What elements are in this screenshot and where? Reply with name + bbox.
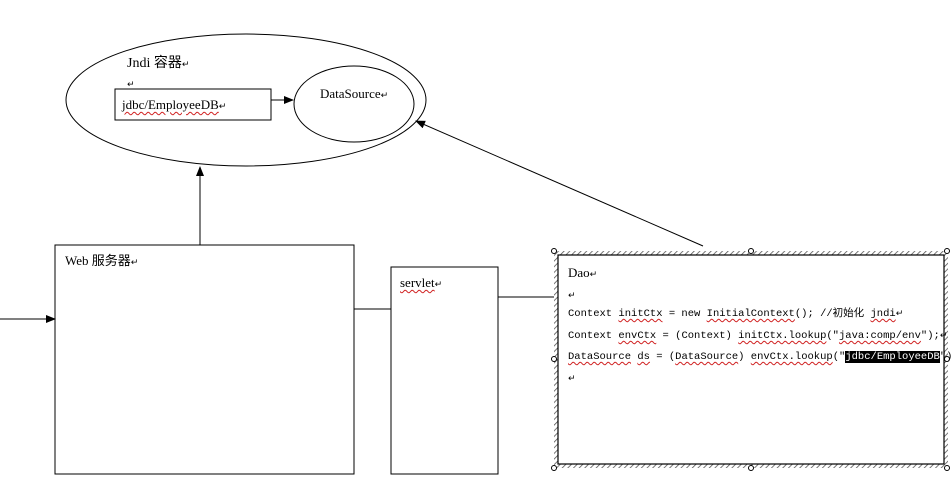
code-token: (); //初始化 (794, 308, 871, 320)
servlet-box (390, 266, 499, 475)
resize-handle-top-right[interactable] (944, 248, 950, 254)
code-token: InitialContext (706, 308, 795, 320)
resize-handle-bottom-left[interactable] (551, 465, 557, 471)
paragraph-mark: ↵ (218, 102, 227, 112)
resize-handle-top-left[interactable] (551, 248, 557, 254)
datasource-ellipse (293, 65, 415, 143)
code-token: "); (939, 351, 951, 363)
code-token: Context (568, 330, 619, 342)
selected-text-highlight[interactable]: jdbc/EmployeeDB (845, 351, 940, 363)
resize-handle-bottom-right[interactable] (944, 465, 950, 471)
code-token: java:comp/env (838, 330, 921, 342)
code-token: ) (738, 351, 751, 363)
code-token: = ( (649, 351, 676, 363)
code-token: = new (662, 308, 707, 320)
resize-handle-bottom-middle[interactable] (748, 465, 754, 471)
jndi-container-title-text: Jndi 容器 (127, 56, 182, 71)
dao-to-datasource-arrow (415, 120, 704, 247)
code-token: (" (832, 351, 846, 363)
servlet-text: servlet (400, 275, 435, 290)
paragraph-mark: ↵ (939, 331, 948, 341)
lookup-name-label: jdbc/EmployeeDB↵ (122, 97, 226, 115)
code-line-3: DataSource ds = (DataSource) envCtx.look… (568, 351, 951, 363)
dao-title-text: Dao (568, 265, 590, 280)
web-server-box (54, 244, 355, 475)
web-server-label: Web 服务器↵ (65, 253, 138, 271)
code-token: ds (637, 351, 650, 363)
paragraph-mark: ↵ (589, 270, 598, 280)
resize-handle-top-middle[interactable] (748, 248, 754, 254)
code-token: (" (826, 330, 839, 342)
code-line-2: Context envCtx = (Context) initCtx.looku… (568, 330, 947, 342)
code-token: DataSource (675, 351, 739, 363)
lookup-name-box (114, 88, 272, 121)
paragraph-mark: ↵ (127, 80, 135, 90)
paragraph-mark: ↵ (181, 60, 190, 70)
code-token: = (Context) (656, 330, 739, 342)
code-token: envCtx (618, 330, 657, 342)
servlet-label: servlet↵ (400, 275, 442, 293)
dao-trailing-paragraph: ↵ (568, 369, 576, 387)
code-line-1: Context initCtx = new InitialContext(); … (568, 308, 903, 320)
web-server-text: Web 服务器 (65, 253, 131, 268)
code-token: DataSource (568, 351, 632, 363)
paragraph-mark: ↵ (380, 91, 389, 101)
code-token: envCtx.lookup (750, 351, 833, 363)
code-token: Context (568, 308, 619, 320)
resize-handle-middle-right[interactable] (944, 356, 950, 362)
paragraph-mark: ↵ (568, 291, 576, 301)
code-token: initCtx.lookup (738, 330, 827, 342)
datasource-label: DataSource↵ (320, 86, 388, 104)
jndi-container-ellipse (65, 33, 427, 167)
paragraph-mark: ↵ (130, 258, 139, 268)
code-token: "); (920, 330, 940, 342)
paragraph-mark: ↵ (434, 280, 443, 290)
paragraph-mark: ↵ (568, 374, 576, 384)
paragraph-mark: ↵ (895, 309, 904, 319)
dao-title: Dao↵ (568, 265, 597, 283)
datasource-text: DataSource (320, 86, 381, 101)
jndi-empty-paragraph: ↵ (127, 75, 135, 93)
lookup-name-text: jdbc/EmployeeDB (122, 97, 219, 112)
resize-handle-middle-left[interactable] (551, 356, 557, 362)
jndi-container-title: Jndi 容器↵ (127, 56, 189, 73)
dao-empty-paragraph: ↵ (568, 286, 576, 304)
code-token: jndi (870, 308, 896, 320)
code-token: initCtx (618, 308, 663, 320)
